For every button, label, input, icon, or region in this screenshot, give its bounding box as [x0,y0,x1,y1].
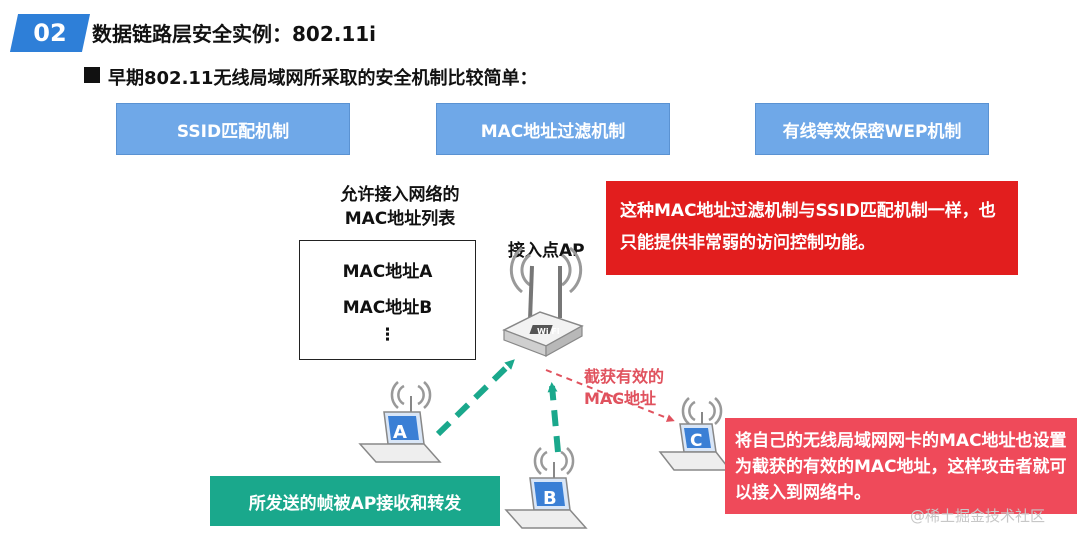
arrow-a-to-ap [435,359,515,437]
subtitle: 早期802.11无线局域网所采取的安全机制比较简单： [108,68,538,89]
arrow-b-to-ap [547,382,561,453]
note-frames-forwarded: 所发送的帧被AP接收和转发 [210,476,500,526]
mechanism-ssid: SSID匹配机制 [116,103,350,155]
watermark: @稀土掘金技术社区 [910,507,1046,525]
page-title: 数据链路层安全实例：802.11i [92,22,377,46]
ap-logo [529,325,553,334]
mechanism-wep: 有线等效保密WEP机制 [755,103,989,155]
note-intercept-mac: 截获有效的 MAC地址 [584,366,664,410]
note-attacker-spoof: 将自己的无线局域网网卡的MAC地址也设置为截获的有效的MAC地址，这样攻击者就可… [725,418,1077,514]
laptop-c-icon [658,397,732,471]
bullet-square-icon [84,67,100,83]
ap-logo-text: Wi Fi [537,327,560,336]
mac-list-item: MAC地址A [342,262,433,282]
mac-list-item: MAC地址B [342,298,433,318]
note-weak-access-control: 这种MAC地址过滤机制与SSID匹配机制一样，也只能提供非常弱的访问控制功能。 [606,181,1018,275]
laptop-b-letter: B [543,488,557,509]
note-intercept-line2: MAC地址 [584,389,657,408]
mac-list-ellipsis: ⋮ [379,325,396,345]
mechanism-mac-filter: MAC地址过滤机制 [436,103,670,155]
ap-wifi-waves-icon [509,246,583,294]
mac-list-title: 允许接入网络的 MAC地址列表 [300,183,500,231]
mac-list-box: MAC地址A MAC地址B ⋮ [299,240,476,360]
note-intercept-line1: 截获有效的 [584,367,665,386]
laptop-a-icon [358,381,442,463]
mac-list-title-line1: 允许接入网络的 [340,185,460,205]
laptop-c-letter: C [690,431,702,451]
laptop-b-icon [504,447,588,529]
access-point-router-icon [502,246,584,358]
mac-list-title-line2: MAC地址列表 [344,209,456,229]
arrow-intercept [545,369,675,422]
laptop-a-letter: A [393,422,407,443]
